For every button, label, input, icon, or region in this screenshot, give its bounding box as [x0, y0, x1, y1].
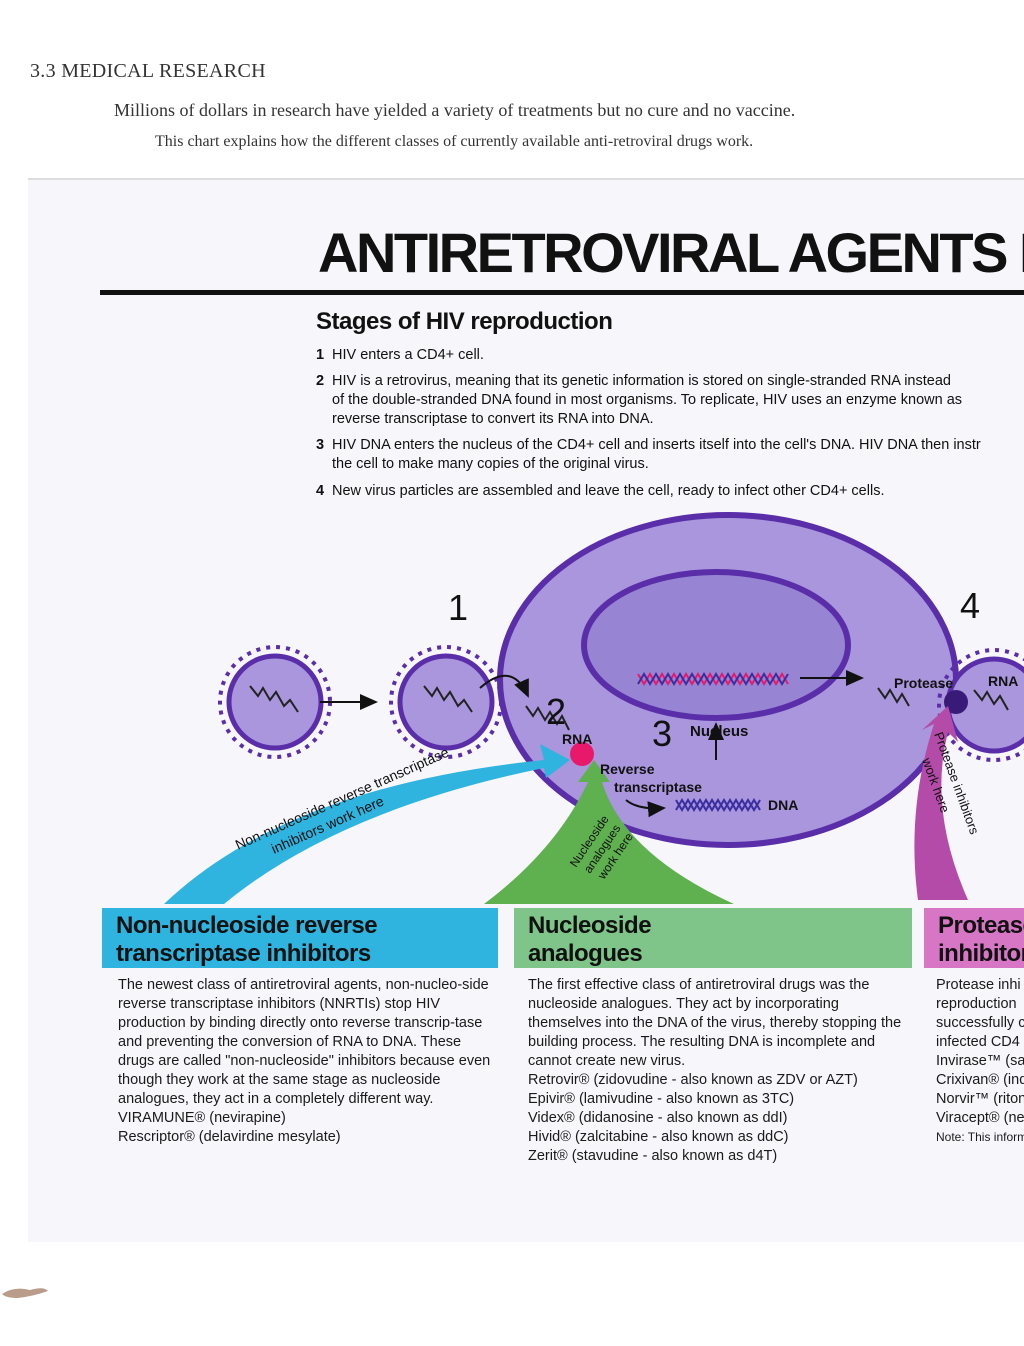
- integrated-dna-icon: [637, 672, 789, 686]
- protease-note: Note: This inform: [936, 1130, 1024, 1144]
- stage-number: 2: [316, 373, 325, 389]
- protease-label: Protease: [894, 675, 953, 691]
- nnrti-column: The newest class of antiretroviral agent…: [118, 976, 498, 1147]
- entering-virus-icon: [389, 645, 503, 759]
- drug-item: Videx® (didanosine - also known as ddI): [528, 1110, 788, 1126]
- stage-number-1: 1: [448, 587, 468, 628]
- reverse-transcriptase-icon: [570, 742, 594, 766]
- drug-item: Norvir™ (riton: [936, 1091, 1024, 1107]
- nucleoside-column: The first effective class of antiretrovi…: [528, 976, 912, 1166]
- stage-number: 1: [316, 347, 325, 363]
- stage-number-2: 2: [546, 691, 566, 732]
- stage-item-2: 2 HIV is a retrovirus, meaning that its …: [316, 372, 1024, 429]
- arrow-icon: [479, 674, 529, 698]
- nnrti-description: The newest class of antiretroviral agent…: [118, 977, 491, 1107]
- stage-item-3: 3 HIV DNA enters the nucleus of the CD4+…: [316, 436, 1024, 474]
- dna-label: DNA: [768, 797, 798, 813]
- nucleoside-heading: Nucleoside analogues: [514, 908, 912, 968]
- protease-icon: [944, 690, 968, 714]
- protease-heading: Protease inhibitors: [924, 908, 1024, 968]
- stage-item-4: 4 New virus particles are assembled and …: [316, 482, 1024, 501]
- protease-description-line: successfully c: [936, 1015, 1024, 1031]
- reverse-label: Reverse: [600, 761, 655, 777]
- nucleus: [581, 569, 851, 721]
- nnrti-arrow: [164, 744, 570, 904]
- drug-item: Epivir® (lamivudine - also known as 3TC): [528, 1091, 795, 1107]
- hiv-reproduction-diagram: 1 2 3 4 RNA Nucleus Reverse transcriptas…: [164, 512, 1024, 904]
- protease-description-line: infected CD4: [936, 1034, 1020, 1050]
- rna-strand-icon: [877, 687, 910, 707]
- drug-item: Rescriptor® (delavirdine mesylate): [118, 1129, 341, 1145]
- stage-number-3: 3: [652, 713, 672, 754]
- rna-strand-icon: [525, 705, 570, 731]
- nucleoside-description: The first effective class of antiretrovi…: [528, 977, 902, 1069]
- stage-number: 4: [316, 483, 325, 499]
- title-rule: [100, 290, 1024, 295]
- virus-particle-icon: [218, 645, 332, 759]
- drug-item: Hivid® (zalcitabine - also known as ddC): [528, 1129, 789, 1145]
- transcriptase-label: transcriptase: [614, 779, 702, 795]
- protease-arrow: [914, 706, 968, 900]
- stage-text: HIV DNA enters the nucleus of the CD4+ c…: [332, 437, 981, 472]
- arrow-icon: [625, 799, 666, 818]
- nucleoside-arrow: [484, 760, 734, 904]
- rna-label: RNA: [562, 731, 592, 747]
- drug-item: Retrovir® (zidovudine - also known as ZD…: [528, 1072, 858, 1088]
- dna-strand-icon: [675, 798, 761, 812]
- drug-item: Viracept® (ne: [936, 1110, 1024, 1126]
- section-heading: 3.3 MEDICAL RESEARCH: [30, 60, 266, 82]
- poster: ANTIRETROVIRAL AGENTS FOR H Stages of HI…: [28, 178, 1024, 1242]
- stage-item-1: 1 HIV enters a CD4+ cell.: [316, 346, 1024, 365]
- intro-text-line-1: Millions of dollars in research have yie…: [114, 100, 796, 120]
- stages-heading: Stages of HIV reproduction: [316, 308, 613, 335]
- drug-item: Zerit® (stavudine - also known as d4T): [528, 1148, 778, 1164]
- stage-number: 3: [316, 437, 325, 453]
- protease-description-line: reproduction: [936, 996, 1017, 1012]
- stage-text: New virus particles are assembled and le…: [332, 483, 885, 499]
- intro-text-line-2: This chart explains how the different cl…: [155, 133, 754, 150]
- drug-item: Crixivan® (ind: [936, 1072, 1024, 1088]
- drug-item: VIRAMUNE® (nevirapine): [118, 1110, 286, 1126]
- protease-column: Protease inhi reproduction successfully …: [936, 976, 1024, 1147]
- protease-description-line: Protease inhi: [936, 977, 1021, 993]
- stage-number-4: 4: [960, 585, 980, 626]
- drug-item: Invirase™ (sa: [936, 1053, 1024, 1069]
- nucleus-label: Nucleus: [690, 723, 748, 740]
- nnrti-heading: Non-nucleoside reverse transcriptase inh…: [102, 908, 498, 968]
- paper-smudge: [2, 1288, 48, 1298]
- rna-label-right: RNA: [988, 673, 1018, 689]
- stage-text: HIV enters a CD4+ cell.: [332, 347, 484, 363]
- stage-text: HIV is a retrovirus, meaning that its ge…: [332, 373, 963, 427]
- poster-title: ANTIRETROVIRAL AGENTS FOR H: [318, 221, 1024, 284]
